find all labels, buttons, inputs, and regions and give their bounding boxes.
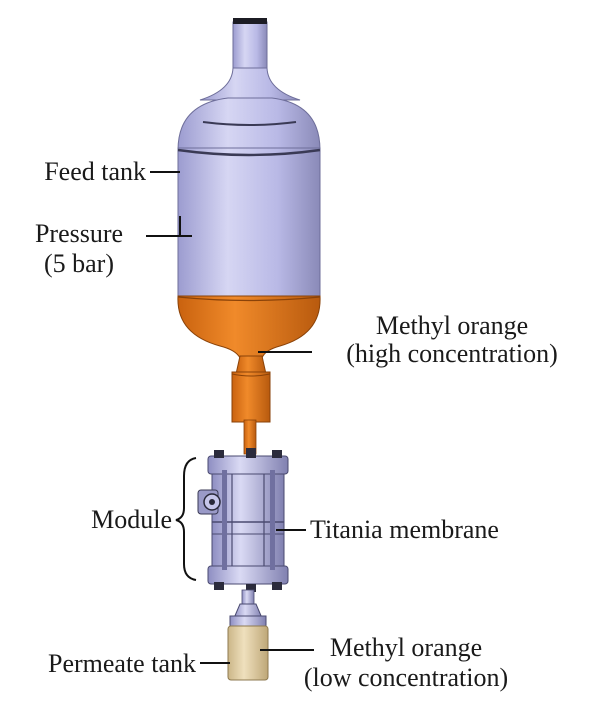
module-brace: [175, 457, 197, 581]
feed-tank-orange-bottom: [177, 295, 321, 359]
label-permeate-tank: Permeate tank: [48, 649, 196, 678]
labels: Feed tank Pressure (5 bar) Methyl orange…: [35, 157, 558, 692]
feed-tank-orange-cone: [235, 355, 267, 375]
module-assembly: [197, 448, 289, 605]
label-titania-membrane: Titania membrane: [310, 515, 499, 544]
feed-tank-body: [177, 147, 321, 299]
feed-tank-inlet-pipe: [232, 21, 268, 71]
label-methyl-high: Methyl orange: [376, 311, 528, 340]
feed-tank-seam: [177, 148, 321, 157]
label-pressure: Pressure: [35, 219, 123, 248]
label-pressure-value: (5 bar): [44, 249, 114, 278]
feed-tank-outlet-pipe: [231, 371, 271, 423]
permeate-tank-collar: [229, 615, 267, 627]
feed-tank-neck: [199, 67, 301, 101]
module-outlet-pipe: [241, 589, 255, 605]
permeate-tank-body: [227, 625, 269, 681]
label-methyl-low: Methyl orange: [330, 633, 482, 662]
label-feed-tank: Feed tank: [44, 157, 146, 186]
permeate-tank: [227, 603, 269, 681]
module-bottom-flange: [207, 565, 289, 585]
label-module: Module: [91, 505, 172, 534]
module-top-flange: [207, 455, 289, 475]
feed-tank-inlet-cap: [233, 18, 267, 24]
leader-lines: [146, 171, 314, 664]
module-side-port: [197, 489, 221, 515]
feed-tank: [177, 18, 321, 455]
label-methyl-high-concentration: (high concentration): [346, 339, 558, 368]
feed-tank-seam-upper: [202, 121, 297, 126]
label-methyl-low-concentration: (low concentration): [304, 663, 508, 692]
